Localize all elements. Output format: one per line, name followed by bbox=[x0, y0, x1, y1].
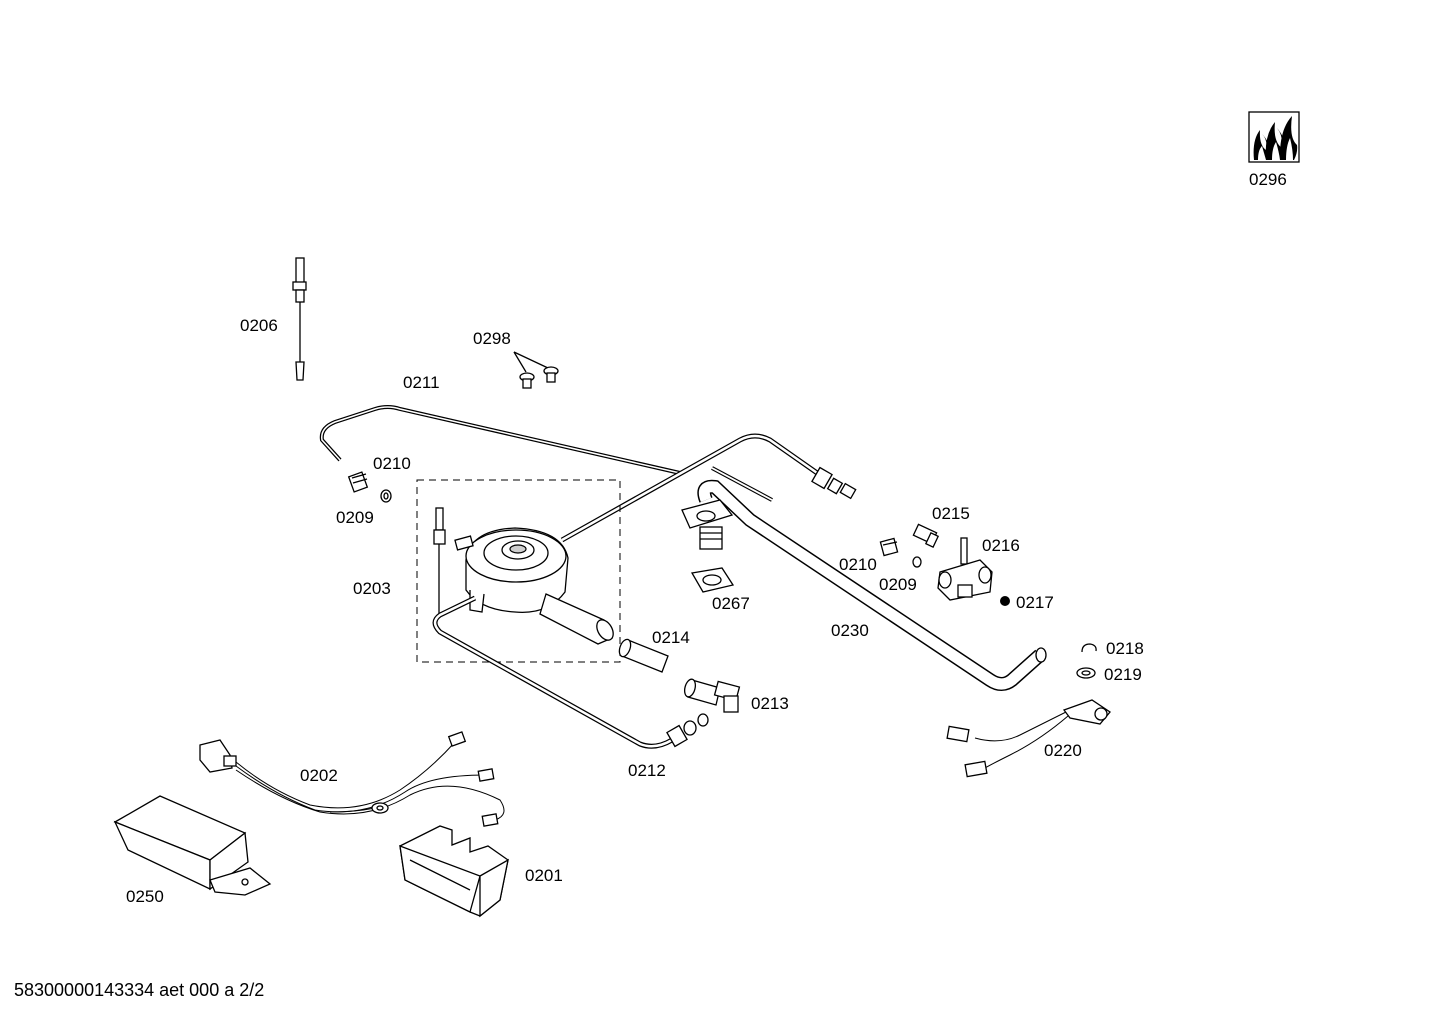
label-0202: 0202 bbox=[300, 766, 338, 785]
label-0209-left: 0209 bbox=[336, 508, 374, 527]
part-0213-fitting[interactable] bbox=[683, 678, 741, 713]
label-0250: 0250 bbox=[126, 887, 164, 906]
part-0201-ignition-module[interactable] bbox=[399, 825, 509, 918]
part-0212-pipe[interactable] bbox=[432, 595, 709, 749]
part-0215-nozzle[interactable] bbox=[912, 523, 940, 548]
part-0214-tube[interactable] bbox=[617, 638, 669, 673]
label-0201: 0201 bbox=[525, 866, 563, 885]
document-code-footer: 58300000143334 aet 000 a 2/2 bbox=[14, 980, 265, 1000]
label-0220: 0220 bbox=[1044, 741, 1082, 760]
label-0210-left: 0210 bbox=[373, 454, 411, 473]
label-0211: 0211 bbox=[403, 373, 440, 392]
part-0219-washer[interactable] bbox=[1076, 667, 1096, 679]
part-0216-valve[interactable] bbox=[937, 537, 993, 601]
label-0267: 0267 bbox=[712, 594, 750, 613]
part-0209-seal-right[interactable] bbox=[912, 556, 922, 568]
part-0202-wiring-harness[interactable] bbox=[199, 731, 505, 827]
label-0230: 0230 bbox=[831, 621, 869, 640]
part-0206-electrode[interactable] bbox=[292, 257, 307, 381]
label-0209-right: 0209 bbox=[879, 575, 917, 594]
label-0298: 0298 bbox=[473, 329, 511, 348]
label-0203: 0203 bbox=[353, 579, 391, 598]
label-0206: 0206 bbox=[240, 316, 278, 335]
label-0214: 0214 bbox=[652, 628, 690, 647]
part-0230-main-pipe[interactable] bbox=[560, 433, 1047, 691]
part-0209-seal-left[interactable] bbox=[380, 489, 392, 503]
part-0296-flame-symbol[interactable] bbox=[1248, 111, 1300, 163]
part-0203-burner-assembly[interactable] bbox=[416, 479, 621, 663]
part-0210-nozzle-left[interactable] bbox=[347, 471, 369, 493]
part-0250-bracket[interactable] bbox=[113, 795, 272, 896]
part-0267-gasket[interactable] bbox=[681, 499, 735, 593]
label-0210-right: 0210 bbox=[839, 555, 877, 574]
label-0218: 0218 bbox=[1106, 639, 1144, 658]
label-0212: 0212 bbox=[628, 761, 666, 780]
part-0298-screws[interactable] bbox=[513, 351, 559, 389]
part-0218-clip[interactable] bbox=[1081, 643, 1097, 653]
label-0296: 0296 bbox=[1249, 170, 1287, 189]
label-0215: 0215 bbox=[932, 504, 970, 523]
label-0219: 0219 bbox=[1104, 665, 1142, 684]
part-0220-connector[interactable] bbox=[946, 699, 1111, 778]
label-0217: 0217 bbox=[1016, 593, 1054, 612]
label-0213: 0213 bbox=[751, 694, 789, 713]
part-0210-nozzle-right[interactable] bbox=[879, 537, 899, 557]
label-0216: 0216 bbox=[982, 536, 1020, 555]
part-0217-ball bbox=[1000, 596, 1010, 606]
part-0211-pipe[interactable] bbox=[319, 405, 681, 475]
